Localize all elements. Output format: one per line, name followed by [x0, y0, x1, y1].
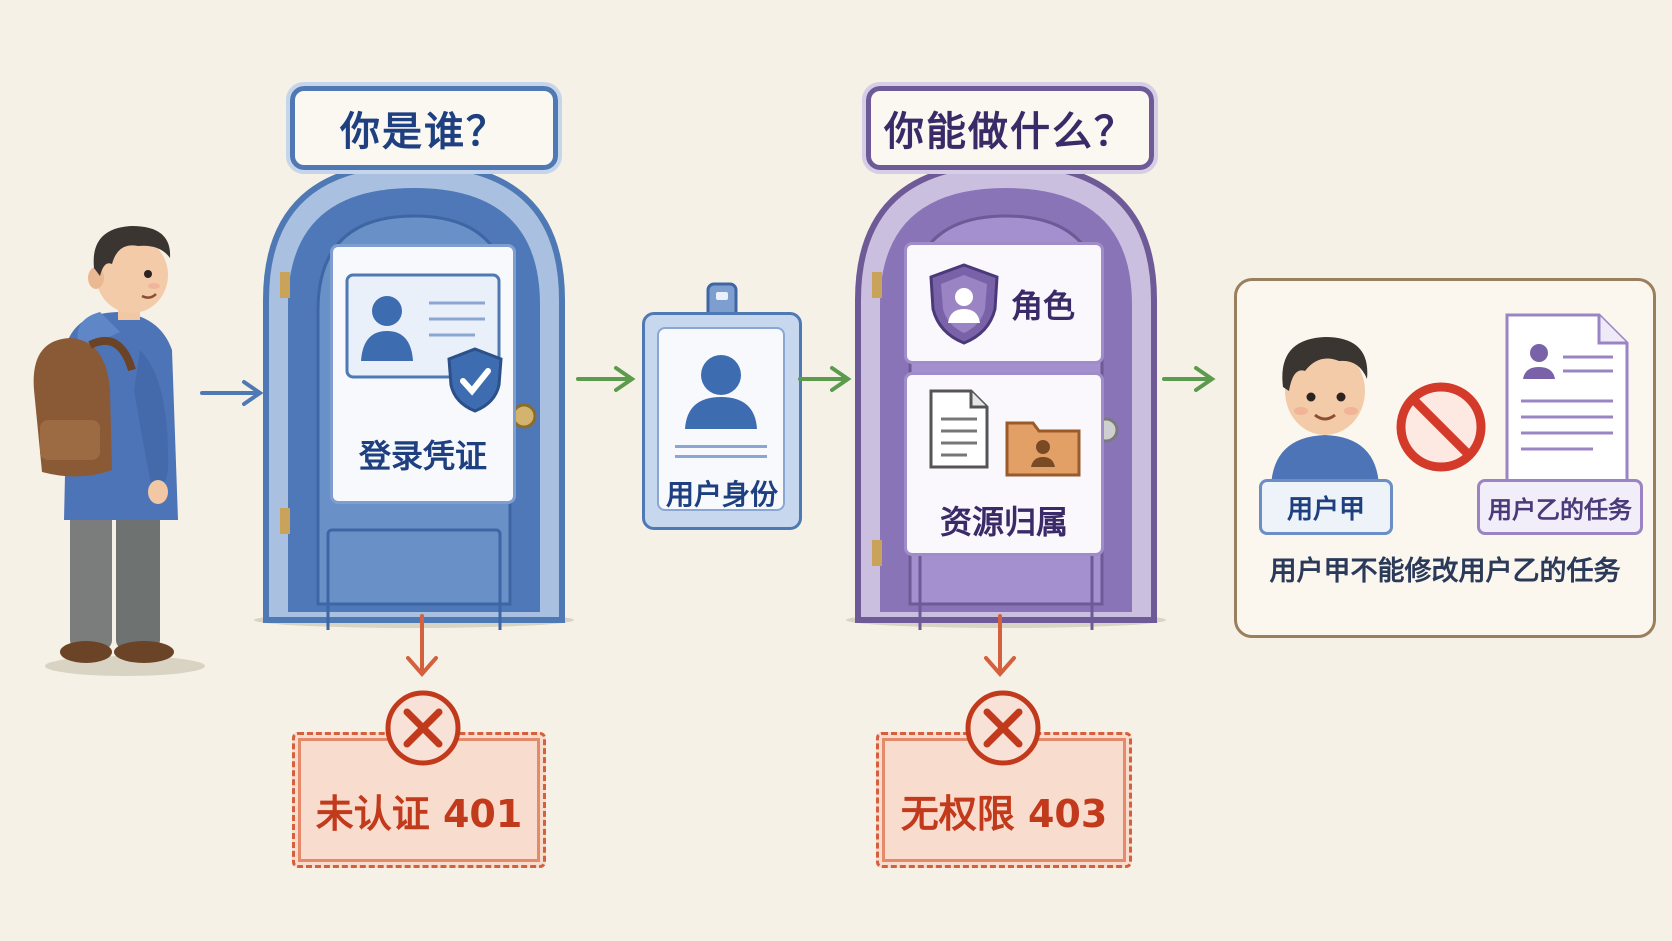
arrow-right-icon: [798, 366, 852, 392]
arrow-down-icon: [406, 614, 438, 678]
authn-sign: 你是谁？: [286, 82, 562, 174]
id-card-icon: [345, 273, 501, 379]
role-panel: 角色: [904, 242, 1104, 364]
arrow-down-icon: [984, 614, 1016, 678]
folder-user-icon: [1005, 421, 1081, 477]
shield-check-icon: [447, 347, 503, 413]
task-document-icon: [1505, 313, 1629, 489]
example-box: 用户甲 用户乙的任务 用户甲不能修改用户乙的任务: [1234, 278, 1656, 638]
error-401-label: 未认证 401: [315, 791, 523, 836]
x-circle-icon: [965, 690, 1041, 766]
x-circle-icon: [385, 690, 461, 766]
task-b-tag: 用户乙的任务: [1477, 479, 1643, 535]
person-illustration: [33, 226, 205, 676]
resource-label: 资源归属: [939, 503, 1068, 541]
arrow-right-icon: [200, 380, 264, 406]
document-icon: [929, 389, 989, 469]
error-401-box: 未认证 401: [292, 732, 546, 868]
resource-panel: 资源归属: [904, 372, 1104, 556]
prohibited-icon: [1396, 382, 1486, 472]
authz-sign: 你能做什么？: [862, 82, 1158, 174]
user-a-tag: 用户甲: [1259, 479, 1393, 535]
arrow-right-icon: [576, 366, 636, 392]
badge-card: 用户身份: [642, 312, 802, 530]
error-403-box: 无权限 403: [876, 732, 1132, 868]
credential-label: 登录凭证: [358, 437, 487, 475]
shield-user-icon: [929, 263, 999, 345]
example-caption: 用户甲不能修改用户乙的任务: [1269, 556, 1621, 587]
user-avatar-icon: [685, 355, 757, 429]
role-label: 角色: [1011, 287, 1076, 325]
badge-label: 用户身份: [665, 478, 778, 511]
arrow-right-icon: [1162, 366, 1216, 392]
user-a-avatar: [1271, 337, 1379, 487]
credential-panel: 登录凭证: [330, 244, 516, 504]
error-403-label: 无权限 403: [900, 791, 1108, 836]
